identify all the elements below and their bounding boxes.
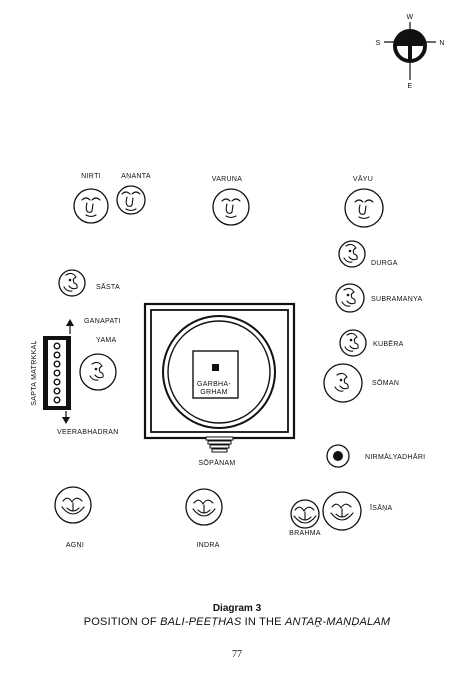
nirmalyadhari-peetha (326, 444, 350, 468)
kubera-peetha (339, 329, 367, 357)
yama-label: YAMA (96, 337, 117, 344)
brahma-peetha (290, 499, 320, 529)
garbhagrham-label-1: GARBHA- (197, 381, 231, 388)
soman-label: SŌMAN (372, 379, 399, 387)
veerabhadran-arrow (62, 411, 70, 424)
title-term-bali-peethas: BALI-PEEṬHAS (160, 616, 242, 628)
compass-east-label: E (408, 83, 413, 90)
sasta-peetha (58, 269, 86, 297)
varuna-peetha (212, 188, 250, 226)
sapta-matrkkal-bench (43, 336, 71, 410)
compass-north-label: N (439, 40, 444, 47)
sasta-label: SĀSTA (96, 283, 120, 291)
compass-west-label: W (407, 14, 414, 21)
isana-peetha (322, 491, 362, 531)
indra-label: INDRA (196, 542, 219, 549)
title-term-antar-mandalam: ANTAṞ-MAṆḌALAM (284, 616, 391, 628)
varuna-label: VARUṆA (212, 176, 242, 183)
durga-label: DURGA (371, 260, 398, 267)
nirti-peetha (73, 188, 109, 224)
ganapati-arrow (66, 319, 74, 334)
vayu-peetha (344, 188, 384, 228)
diagram-title: POSITION OF BALI-PEEṬHAS IN THE ANTAṞ-MA… (0, 615, 474, 629)
title-prefix: POSITION OF (83, 616, 161, 628)
vayu-label: VĀYU (353, 175, 373, 183)
yama-peetha (79, 353, 117, 391)
durga-peetha (338, 240, 366, 268)
diagram-caption: Diagram 3 POSITION OF BALI-PEEṬHAS IN TH… (0, 602, 474, 629)
diagram-number: Diagram 3 (212, 603, 262, 614)
indra-peetha (185, 488, 223, 526)
isana-label: ĪSĀṆA (370, 504, 393, 512)
page-number: 77 (232, 649, 242, 660)
sapta-matrkkal-label: SAPTA MATṚKKAḶ (31, 340, 38, 405)
ananta-peetha (116, 185, 146, 215)
soman-peetha (323, 363, 363, 403)
garbhagrham-label-2: GṚHAM (200, 389, 228, 396)
ganapati-label: GAṆAPATI (84, 318, 121, 325)
veerabhadran-label: VEERABHADṚAN (57, 429, 119, 436)
agni-peetha (54, 486, 92, 524)
central-shrine (143, 302, 296, 453)
brahma-label: BRAHMA (289, 530, 321, 537)
ananta-label: AṆANTA (121, 173, 151, 180)
kubera-label: KUBĒRA (373, 340, 404, 348)
nirti-label: NIṚTI (81, 173, 101, 180)
title-middle: IN THE (241, 616, 285, 628)
subramanya-label: SUBRAMAṆYA (371, 296, 423, 303)
nirmalyadhari-label: NIRMĀLYADHĀRI (365, 453, 425, 461)
subramanya-peetha (335, 283, 365, 313)
sopanam-label: SŌPĀNAM (198, 459, 235, 467)
agni-label: AGṆI (66, 542, 84, 549)
compass-icon: W S N E (376, 14, 445, 90)
compass-south-label: S (376, 40, 381, 47)
